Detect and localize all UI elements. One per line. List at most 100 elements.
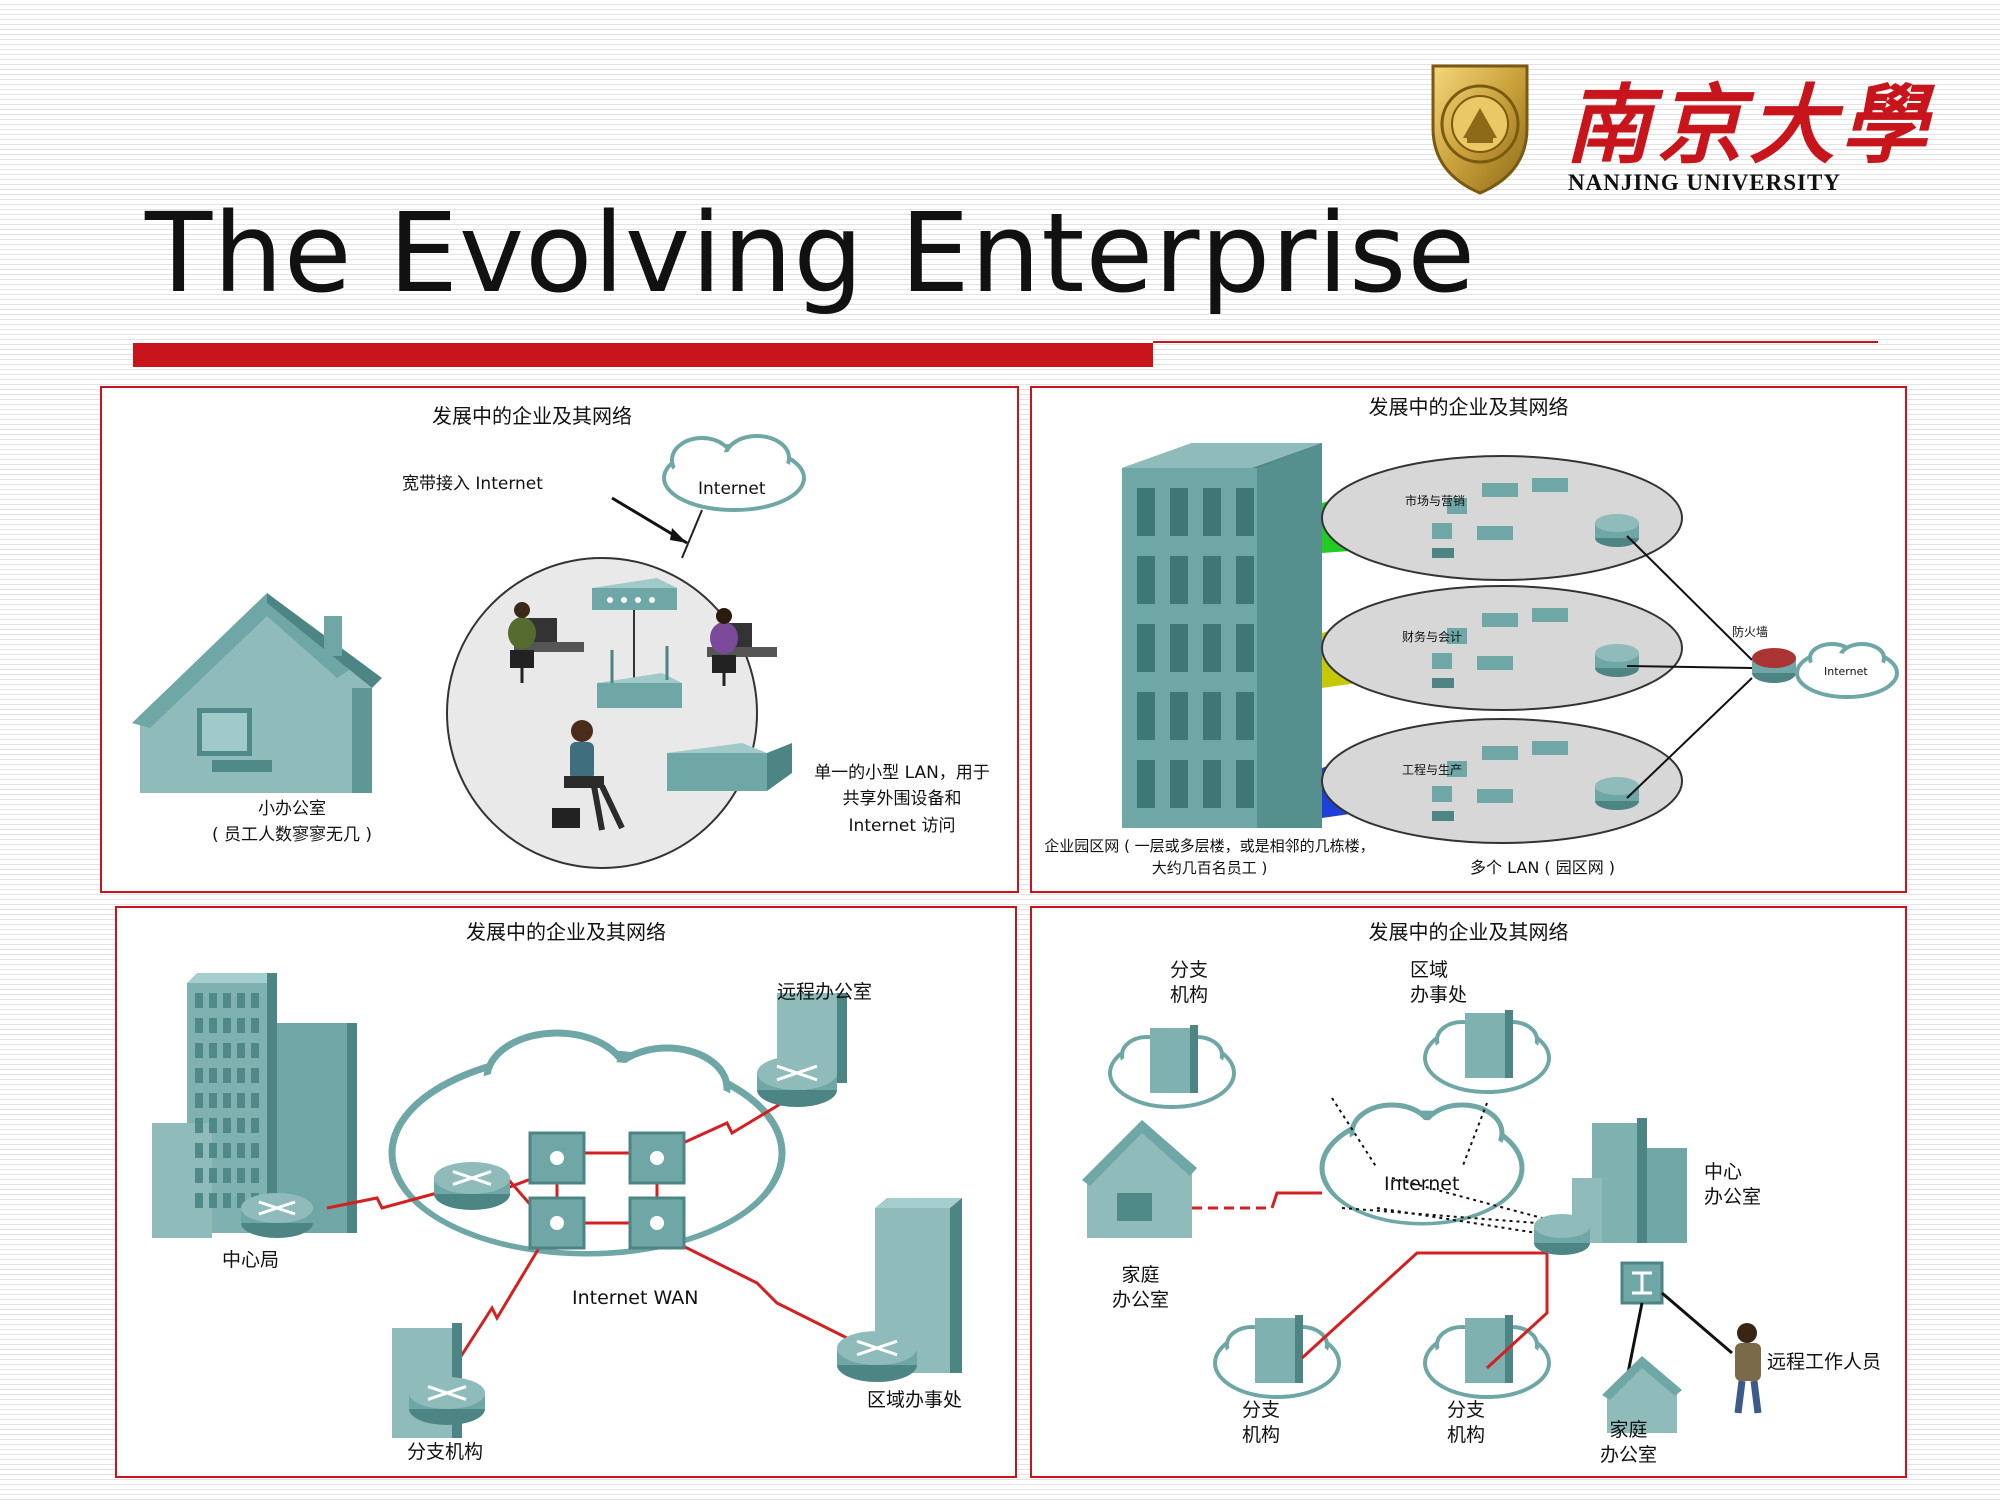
central-office-label-line: 中心 [1704, 1161, 1743, 1183]
building-window [251, 1143, 259, 1158]
building-window [209, 1068, 217, 1083]
office-label-line: 小办公室 [258, 799, 326, 819]
building-icon [1190, 1025, 1198, 1093]
home-left-label: 家庭 办公室 [1112, 1263, 1169, 1312]
building-window [1170, 760, 1188, 808]
panel-title: 发展中的企业及其网络 [432, 404, 632, 428]
building-window [195, 1043, 203, 1058]
building-window [1203, 760, 1221, 808]
building-window [1236, 760, 1254, 808]
lan-ellipse-finance [1321, 585, 1683, 711]
panel-title: 发展中的企业及其网络 [1368, 920, 1569, 944]
building-window [1236, 556, 1254, 604]
panel-small-office: 发展中的企业及其网络 宽带接入 Internet Internet 小办公室 (… [100, 386, 1019, 893]
branch-top-label: 分支 机构 [1170, 958, 1208, 1007]
pc-icon [1432, 786, 1452, 802]
building-window [1137, 556, 1155, 604]
home-office-icon [1602, 1356, 1682, 1433]
building-window [209, 1143, 217, 1158]
internet-cloud-icon [662, 434, 806, 512]
building-window [209, 1018, 217, 1033]
building-icon [1505, 1010, 1513, 1078]
office-label-line: ( 员工人数寥寥无几 ) [211, 825, 373, 846]
laptop-icon [1432, 678, 1454, 688]
building-window [223, 1068, 231, 1083]
building-window [237, 1018, 245, 1033]
logo-english-name: NANJING UNIVERSITY [1568, 170, 1841, 195]
panel-title: 发展中的企业及其网络 [466, 920, 666, 944]
router-icon [1534, 1214, 1590, 1255]
building-window [237, 1143, 245, 1158]
university-emblem-icon [1431, 64, 1529, 195]
workstation-icon [707, 608, 777, 686]
regional-office-label: 区域办事处 [867, 1389, 963, 1411]
building-window [237, 1068, 245, 1083]
branch-bottom2-label: 分支 机构 [1447, 1398, 1485, 1447]
building-window [237, 1118, 245, 1133]
printer-icon [667, 743, 792, 791]
panel-distributed-enterprise: 发展中的企业及其网络 分支 机构 区域 办事处 Internet 中心 办公室 … [1030, 906, 1907, 1478]
modem-icon [592, 578, 677, 678]
building-icon [1255, 1318, 1295, 1383]
building-window [223, 1018, 231, 1033]
building-window [237, 1168, 245, 1183]
central-office-label: 中心 办公室 [1704, 1160, 1761, 1209]
building-window [1137, 692, 1155, 740]
branch-label: 分支机构 [407, 1441, 484, 1463]
access-point-icon [1477, 789, 1513, 803]
title-underline-bar [133, 343, 1153, 367]
lan-label: 单一的小型 LAN，用于 共享外围设备和 Internet 访问 [792, 760, 1012, 839]
wan-diagram [152, 973, 962, 1438]
building-window [209, 1118, 217, 1133]
building-icon [1465, 1318, 1505, 1383]
access-point-icon [597, 646, 682, 708]
wan-label: Internet WAN [572, 1287, 699, 1309]
building-window [209, 1093, 217, 1108]
building-window [209, 1168, 217, 1183]
router-icon [776, 1064, 818, 1082]
logo-chinese-name: 南京大學 [1565, 75, 1933, 176]
building-window [223, 1043, 231, 1058]
small-office-diagram [132, 434, 806, 869]
home-bottom-label-line: 办公室 [1600, 1443, 1658, 1466]
switch-icon [1532, 608, 1568, 622]
printer-icon [1482, 613, 1518, 627]
printer-icon [1482, 746, 1518, 760]
router-icon [1595, 514, 1639, 532]
campus-label: 企业园区网 ( 一层或多层楼，或是相邻的几栋楼， 大约几百名员工 ) [1037, 836, 1382, 880]
person-icon [552, 720, 625, 831]
switch-icon [1620, 1261, 1664, 1305]
office-label: 小办公室 ( 员工人数寥寥无几 ) [172, 796, 412, 849]
remote-worker-label: 远程工作人员 [1767, 1351, 1882, 1373]
router-icon [258, 1200, 296, 1216]
laptop-icon [1432, 548, 1454, 558]
building-window [195, 1018, 203, 1033]
wan-switch-icon [650, 1216, 664, 1230]
wan-devices [434, 1131, 686, 1250]
internet-cloud-icon [1319, 1102, 1525, 1226]
dept-engineering-label: 工程与生产 [1402, 763, 1463, 777]
lan-label-line: 共享外围设备和 [842, 789, 962, 810]
building-window [1137, 760, 1155, 808]
building-window [1203, 624, 1221, 672]
home-left-label-line: 家庭 [1121, 1264, 1160, 1286]
router-icon [427, 1385, 467, 1401]
regional-label-line: 办事处 [1410, 983, 1468, 1006]
slide-title: The Evolving Enterprise [145, 189, 1477, 317]
building-window [237, 993, 245, 1008]
lan-ellipse-engineering [1321, 718, 1683, 844]
lan-label-line: Internet 访问 [848, 815, 956, 836]
building-window [223, 1093, 231, 1108]
office-building-icon [1122, 443, 1322, 828]
central-office-label-line: 办公室 [1704, 1185, 1762, 1208]
building-window [223, 1118, 231, 1133]
dept-finance-label: 财务与会计 [1402, 630, 1463, 644]
building-window [1236, 624, 1254, 672]
wan-switch-icon [650, 1151, 664, 1165]
internet-label: Internet [1824, 665, 1868, 678]
building-window [195, 1168, 203, 1183]
branch-bottom1-label-line: 分支 [1242, 1399, 1281, 1421]
regional-label-line: 区域 [1410, 959, 1449, 981]
firewall-icon [1752, 648, 1796, 683]
wan-switch-icon [550, 1151, 564, 1165]
